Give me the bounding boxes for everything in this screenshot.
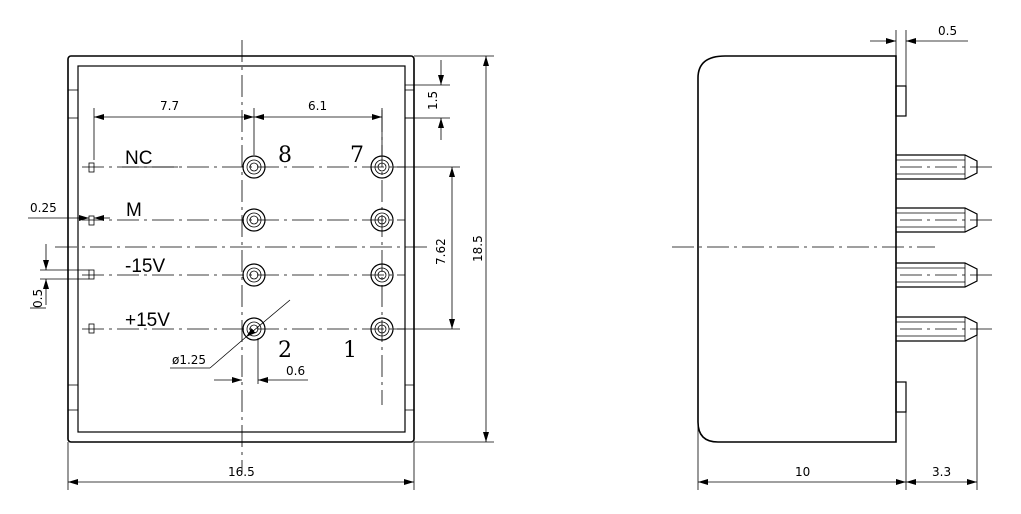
pin-number-7: 7 <box>350 143 364 168</box>
svg-text:1.5: 1.5 <box>426 91 440 110</box>
side-pin-1 <box>896 154 995 180</box>
side-pin-2 <box>896 207 995 233</box>
dim-7-7: 7.7 <box>93 99 255 160</box>
side-body-outline <box>697 55 897 443</box>
svg-text:10: 10 <box>795 465 810 479</box>
inner-body-outline <box>77 65 406 433</box>
side-dim-3-3: 3.3 <box>906 335 978 490</box>
dim-1-5: 1.5 <box>405 55 494 140</box>
pin-right-row3 <box>370 263 394 287</box>
dim-18-5: 18.5 <box>414 56 494 443</box>
svg-text:6.1: 6.1 <box>308 99 327 113</box>
pin-8 <box>242 155 266 179</box>
pin-left-row3 <box>242 263 266 287</box>
pin-row-lines <box>82 166 405 330</box>
svg-text:3.3: 3.3 <box>932 465 951 479</box>
side-tab-bottom <box>895 381 907 413</box>
label-minus15v: -15V <box>125 256 165 277</box>
svg-text:0.5: 0.5 <box>31 289 45 308</box>
side-tab-top <box>895 85 907 117</box>
label-nc: NC <box>125 148 152 169</box>
dim-0-6: 0.6 <box>214 338 308 384</box>
svg-text:7.7: 7.7 <box>160 99 179 113</box>
pin-number-1: 1 <box>343 338 357 363</box>
side-pins <box>896 154 995 342</box>
side-pin-3 <box>896 262 995 288</box>
svg-text:0.6: 0.6 <box>286 364 305 378</box>
side-view: 0.5 10 3.3 <box>672 24 995 490</box>
side-dim-0-5: 0.5 <box>870 24 968 86</box>
dim-0-5-left: 0.5 <box>30 244 89 309</box>
label-m: M <box>126 200 142 221</box>
edge-ticks <box>68 89 414 411</box>
pin-number-2: 2 <box>278 338 292 363</box>
dim-0-25: 0.25 <box>28 201 110 221</box>
svg-text:16.5: 16.5 <box>228 465 255 479</box>
dim-6-1: 6.1 <box>254 99 383 155</box>
pin-number-8: 8 <box>278 143 292 168</box>
front-view: NC M -15V +15V 8 7 2 1 7.7 6.1 1.5 <box>28 40 494 490</box>
side-pin-4 <box>896 316 995 342</box>
svg-text:0.5: 0.5 <box>938 24 957 38</box>
svg-text:ø1.25: ø1.25 <box>172 353 206 367</box>
pin-right-row2 <box>370 208 394 232</box>
left-marker-rects <box>88 162 95 334</box>
side-dim-10: 10 <box>697 412 907 490</box>
label-plus15v: +15V <box>125 310 170 331</box>
outer-body-outline <box>67 55 415 443</box>
svg-text:18.5: 18.5 <box>471 235 485 262</box>
dim-7-62: 7.62 <box>393 166 460 330</box>
svg-text:0.25: 0.25 <box>30 201 57 215</box>
dim-diameter-1-25: ø1.25 <box>170 299 291 369</box>
dim-16-5: 16.5 <box>67 442 415 490</box>
pin-left-row2 <box>242 208 266 232</box>
svg-text:7.62: 7.62 <box>434 238 448 265</box>
